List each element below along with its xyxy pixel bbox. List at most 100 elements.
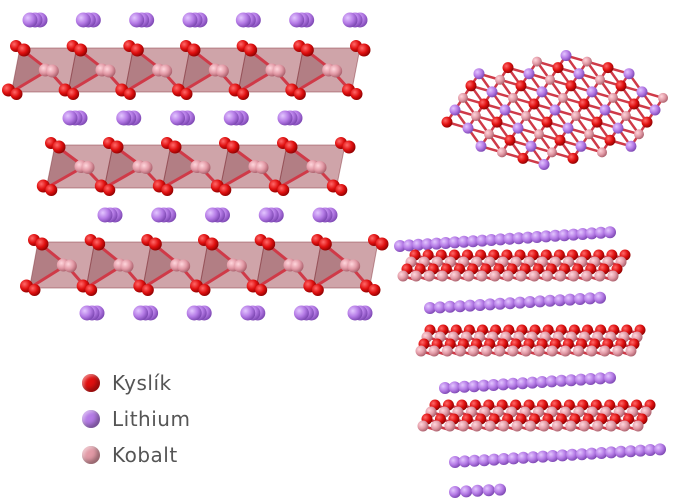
cobalt-atom [476, 270, 488, 282]
perspective-slab [417, 399, 656, 432]
cobalt-atom [489, 270, 501, 282]
lithium-atom [312, 207, 328, 223]
lithium-atom [575, 448, 588, 461]
lithium-atom [534, 295, 546, 308]
lithium-atom [485, 234, 498, 246]
oxygen-atom [28, 284, 41, 296]
cobalt-atom [559, 345, 571, 357]
lithium-atom [79, 305, 95, 321]
cobalt-atom [508, 92, 518, 103]
octahedron-shade [312, 242, 350, 288]
top-view-hexagonal-layer [441, 50, 668, 170]
cobalt-atom [497, 147, 507, 158]
cobalt-atom [612, 345, 624, 357]
oxygen-atom [441, 116, 453, 128]
lithium-atom [205, 207, 220, 223]
cobalt-atom [159, 64, 173, 78]
lithium-atom [412, 238, 425, 251]
lithium-atom [439, 237, 452, 249]
oxygen-atom [552, 62, 564, 74]
cobalt-atom [594, 270, 606, 282]
lithium-atom [516, 377, 529, 390]
cobalt-atom [584, 129, 594, 140]
cobalt-atom [454, 345, 466, 357]
lithium-atom [527, 451, 540, 464]
cobalt-atom [450, 270, 461, 282]
lithium-atom [654, 443, 666, 456]
cobalt-atom [457, 420, 469, 432]
cobalt-atom [139, 161, 153, 174]
cobalt-atom [555, 270, 566, 282]
legend: Kyslík Lithium Kobalt [82, 368, 190, 470]
lithium-atom [464, 299, 476, 312]
cobalt-atom [471, 111, 481, 122]
lithium-atom [473, 68, 485, 80]
cobalt-atom [347, 259, 361, 273]
oxygen-atom [554, 134, 566, 146]
cobalt-atom [197, 161, 211, 174]
lithium-atom [538, 158, 550, 170]
oxygen-atom [141, 284, 154, 296]
lithium-atom [604, 226, 616, 239]
cobalt-atom [515, 270, 527, 282]
lithium-atom [504, 297, 516, 310]
lithium-atom [497, 453, 510, 465]
cobalt-atom [533, 345, 545, 357]
lithium-atom [634, 444, 647, 457]
oxygen-atom [255, 284, 268, 296]
lithium-atom [536, 376, 549, 388]
lithium-atom [444, 300, 456, 313]
oxygen-atom [591, 116, 603, 128]
lithium-atom [424, 302, 436, 314]
lithium-atom [636, 86, 648, 98]
lithium-atom [186, 305, 202, 321]
cobalt-atom [463, 270, 475, 282]
lithium-atom [448, 381, 461, 394]
lithium-atom [574, 293, 586, 305]
lithium-atom [512, 122, 524, 134]
lithium-atom [454, 300, 466, 313]
cobalt-atom [120, 259, 134, 273]
perspective-slab [397, 249, 631, 282]
lithium-atom [471, 484, 484, 497]
lithium-atom [394, 240, 406, 252]
cobalt-atom [586, 345, 598, 357]
oxygen-atom [103, 184, 116, 196]
lithium-atom [546, 450, 559, 462]
octahedron-shade [11, 48, 49, 92]
lithium-atom [530, 231, 543, 243]
oxygen-atom [123, 88, 136, 100]
cobalt-atom [502, 270, 514, 282]
octahedron-shade [238, 48, 275, 92]
lithium-atom [476, 234, 489, 247]
oxygen-atom [641, 116, 653, 128]
cobalt-atom [582, 56, 592, 67]
octahedron-shade [124, 48, 162, 92]
oxygen-atom [502, 62, 514, 74]
lithium-atom [594, 291, 606, 304]
oxygen-atom [284, 140, 298, 154]
lithium-atom [477, 379, 490, 392]
legend-item-lithium: Lithium [82, 404, 190, 434]
oxygen-atom [465, 80, 477, 92]
cobalt-atom [595, 74, 605, 85]
lithium-atom [604, 371, 616, 384]
cobalt-atom [415, 345, 427, 357]
cobalt-atom [444, 420, 456, 432]
lithium-atom [62, 110, 78, 126]
lithium-atom [468, 380, 481, 393]
octahedron-shade [162, 145, 200, 188]
lithium-atom [289, 12, 305, 28]
oxygen-atom [35, 237, 49, 251]
lithium-atom [474, 299, 486, 311]
cobalt-atom [410, 270, 422, 282]
oxygen-atom [130, 43, 144, 57]
lithium-atom [170, 110, 185, 126]
lithium-atom [133, 305, 149, 321]
octahedron-shade [142, 242, 180, 288]
lithium-atom [430, 237, 443, 250]
cobalt-atom-icon [82, 446, 100, 464]
lithium-atom [342, 12, 358, 28]
lithium-atom [506, 377, 519, 390]
cobalt-atom [428, 345, 440, 357]
